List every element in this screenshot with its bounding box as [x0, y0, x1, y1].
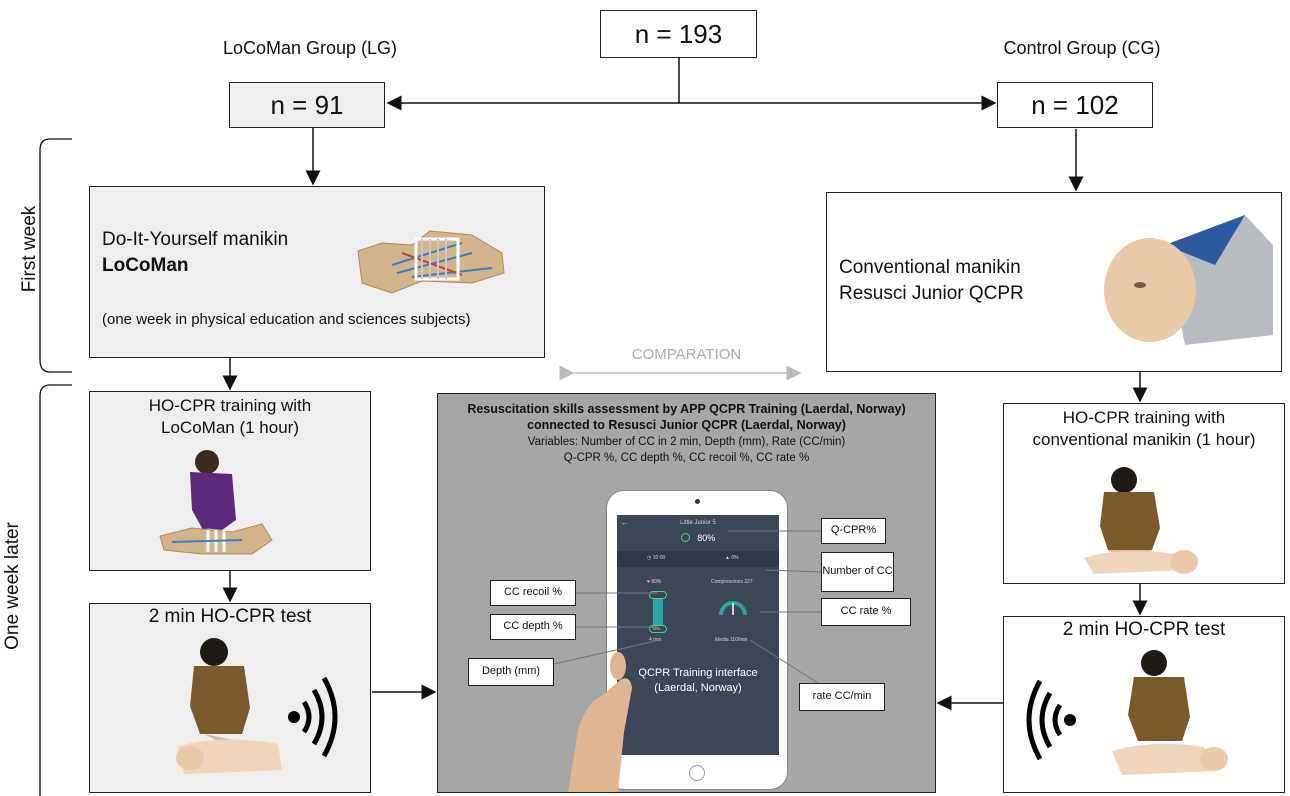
- lg-manikin-box: Do-It-Yourself manikin LoCoMan (one week…: [89, 186, 545, 358]
- tablet-tab-person-label: 0%: [731, 555, 739, 561]
- callout-cc-recoil: CC recoil %: [490, 580, 576, 606]
- callout-cc-rate: CC rate %: [821, 598, 911, 626]
- tablet-score-row: 80%: [617, 529, 779, 547]
- lg-training-image: [159, 450, 273, 555]
- assessment-title1: Resuscitation skills assessment by APP Q…: [467, 402, 906, 416]
- tablet-screen: ← Little Junior 5 80% ◷ 10:00 ▲ 0% Compr…: [617, 515, 779, 755]
- resusci-junior-image: [1104, 215, 1273, 345]
- lg-n-box: n = 91: [229, 82, 385, 128]
- tablet-device: ← Little Junior 5 80% ◷ 10:00 ▲ 0% Compr…: [606, 490, 788, 790]
- lg-test-image: [176, 638, 282, 774]
- callout-pointers: [553, 530, 822, 684]
- lg-manikin-note: (one week in physical education and scie…: [102, 311, 471, 328]
- tablet-tab-time[interactable]: ◷ 10:00: [647, 555, 666, 561]
- callout-number-of-cc: Number of CC: [821, 552, 894, 592]
- tablet-tab-person[interactable]: ▲ 0%: [725, 555, 739, 561]
- assessment-variables1: Variables: Number of CC in 2 min, Depth …: [527, 436, 846, 448]
- tablet-back-icon[interactable]: ←: [621, 518, 629, 527]
- lg-test-title: 2 min HO-CPR test: [148, 606, 312, 627]
- locoman-image: [357, 230, 505, 294]
- cg-n-value: n = 102: [1031, 89, 1119, 120]
- tablet-tabs: ◷ 10:00 ▲ 0%: [617, 551, 779, 567]
- lg-manikin-line1: Do-It-Yourself manikin: [102, 229, 289, 250]
- tablet-camera: [695, 499, 700, 504]
- tablet-interface-line2: (Laerdal, Norway): [654, 682, 742, 694]
- total-value: n = 193: [634, 18, 723, 49]
- check-icon: [680, 533, 690, 543]
- hand-image: [568, 652, 632, 792]
- cg-test-image: [1112, 650, 1228, 775]
- tablet-header: Little Junior 5: [680, 520, 716, 526]
- lg-title: LoCoMan Group (LG): [222, 38, 398, 58]
- cg-manikin-box: Conventional manikin Resusci Junior QCPR: [826, 192, 1282, 372]
- assessment-variables2: Q-CPR %, CC depth %, CC recoil %, CC rat…: [563, 452, 810, 464]
- lg-manikin-line2: LoCoMan: [102, 255, 189, 276]
- rate-gauge-icon: [719, 601, 747, 616]
- lg-training-box: HO-CPR training with LoCoMan (1 hour): [89, 391, 371, 571]
- tablet-stat2: 76%: [652, 626, 661, 631]
- tablet-rate-small: Media 110/min: [715, 637, 748, 643]
- tablet-depth-bar: [649, 625, 667, 633]
- lg-training-line1: HO-CPR training with: [148, 396, 312, 415]
- cg-test-title: 2 min HO-CPR test: [1062, 619, 1226, 640]
- tablet-compressions: Compressions 227: [711, 579, 753, 585]
- wireless-signal-icon: [1026, 679, 1076, 761]
- tablet-interface-line1: QCPR Training interface: [638, 667, 758, 679]
- wireless-signal-icon: [288, 676, 338, 758]
- cg-training-line2: conventional manikin (1 hour): [1032, 430, 1256, 449]
- phase-one-week-later: One week later: [2, 522, 23, 650]
- tablet-score: 80%: [697, 532, 716, 543]
- tablet-recoil-bar: [649, 591, 667, 599]
- tablet-depth-small: 4 mm: [649, 637, 662, 643]
- comparison-label: COMPARATION: [631, 346, 742, 363]
- phase-first-week: First week: [19, 205, 40, 293]
- tablet-home-button[interactable]: [689, 765, 705, 781]
- cg-manikin-line2: Resusci Junior QCPR: [839, 283, 1024, 304]
- assessment-title2: connected to Resusci Junior QCPR (Laerda…: [527, 418, 846, 432]
- cg-training-line1: HO-CPR training with: [1062, 408, 1226, 427]
- tablet-tab-time-label: 10:00: [652, 555, 666, 561]
- callout-cc-depth: CC depth %: [490, 614, 576, 640]
- tablet-heart-stat: ♥ 80%: [647, 579, 662, 585]
- cg-n-box: n = 102: [997, 82, 1153, 128]
- cg-training-box: HO-CPR training with conventional maniki…: [1003, 403, 1285, 584]
- cg-title: Control Group (CG): [1003, 38, 1161, 58]
- lg-test-box: 2 min HO-CPR test: [89, 603, 371, 793]
- callout-qcpr: Q-CPR%: [821, 518, 886, 544]
- tablet-stat1: 80%: [651, 579, 662, 585]
- cg-manikin-line1: Conventional manikin: [839, 257, 1021, 278]
- lg-n-value: n = 91: [270, 89, 344, 120]
- callout-depth-mm: Depth (mm): [468, 658, 554, 686]
- cg-test-box: 2 min HO-CPR test: [1003, 616, 1285, 793]
- lg-training-line2: LoCoMan (1 hour): [161, 418, 299, 437]
- cg-training-image: [1084, 467, 1198, 574]
- callout-rate-cc-min: rate CC/min: [799, 683, 885, 711]
- tablet-depth-column: [653, 599, 663, 625]
- assessment-box: Resuscitation skills assessment by APP Q…: [437, 393, 936, 793]
- total-box: n = 193: [600, 10, 757, 58]
